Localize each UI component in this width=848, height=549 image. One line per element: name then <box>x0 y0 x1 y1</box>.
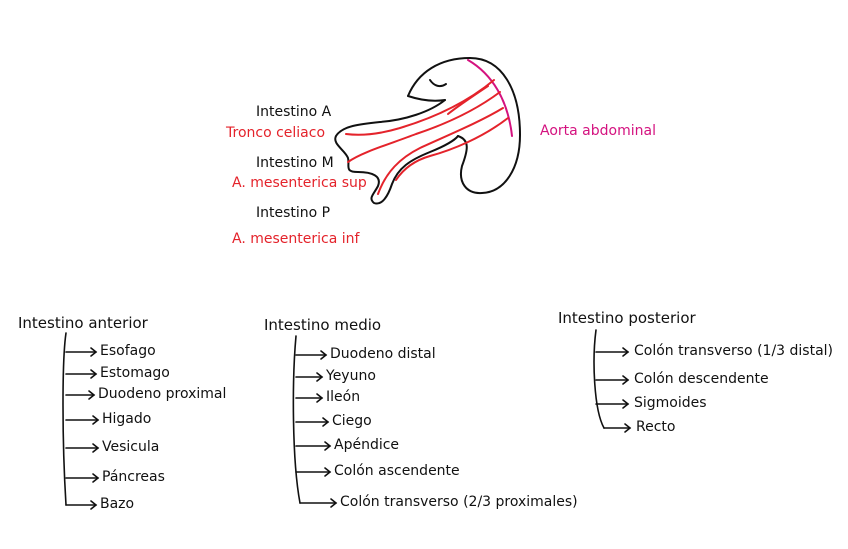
list-item: Recto <box>636 419 675 435</box>
label-mesenterica-sup: A. mesenterica sup <box>232 175 367 191</box>
tree-anterior <box>63 333 98 509</box>
list-item: Duodeno distal <box>330 346 436 362</box>
list-item: Ileón <box>326 389 360 405</box>
list-item: Higado <box>102 411 151 427</box>
label-intestino-p: Intestino P <box>256 205 330 221</box>
title-intestino-medio: Intestino medio <box>264 316 381 334</box>
list-item: Colón descendente <box>634 371 769 387</box>
list-item: Bazo <box>100 496 134 512</box>
list-item: Esofago <box>100 343 156 359</box>
list-item: Apéndice <box>334 437 399 453</box>
list-item: Sigmoides <box>634 395 707 411</box>
list-item: Duodeno proximal <box>98 386 226 402</box>
list-item: Colón ascendente <box>334 463 460 479</box>
arteries <box>346 80 508 194</box>
list-item: Colón transverso (2/3 proximales) <box>340 494 578 510</box>
label-mesenterica-inf: A. mesenterica inf <box>232 231 359 247</box>
list-item: Vesicula <box>102 439 159 455</box>
list-item: Páncreas <box>102 469 165 485</box>
tree-posterior <box>594 330 630 432</box>
label-aorta-abdominal: Aorta abdominal <box>540 123 656 139</box>
list-item: Estomago <box>100 365 170 381</box>
list-item: Colón transverso (1/3 distal) <box>634 343 833 359</box>
label-intestino-m: Intestino M <box>256 155 334 171</box>
list-item: Yeyuno <box>326 368 376 384</box>
list-item: Ciego <box>332 413 372 429</box>
title-intestino-posterior: Intestino posterior <box>558 309 696 327</box>
title-intestino-anterior: Intestino anterior <box>18 314 148 332</box>
label-tronco-celiaco: Tronco celiaco <box>226 125 325 141</box>
label-intestino-a: Intestino A <box>256 104 331 120</box>
